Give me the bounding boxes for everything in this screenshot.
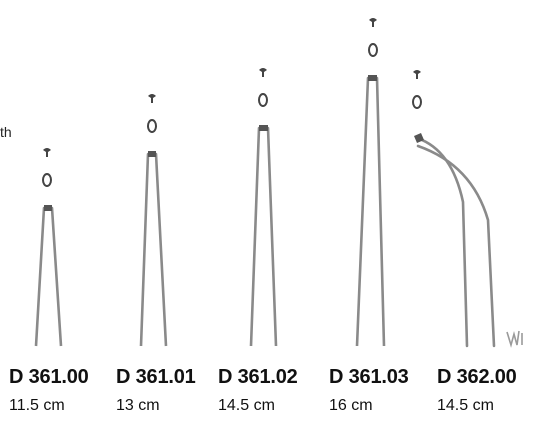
product-length-5: 14.5 cm — [437, 397, 494, 414]
product-code-5: D 362.00 — [437, 366, 517, 388]
product-code-2: D 361.01 — [116, 366, 196, 388]
instrument-4-profile-icon — [368, 43, 378, 57]
instrument-2-profile-icon — [147, 119, 157, 133]
instrument-3-head — [259, 125, 268, 131]
cropped-side-text: th — [0, 124, 12, 140]
instrument-1-tip-icon — [43, 148, 51, 157]
instrument-2-tip-icon — [148, 94, 156, 103]
instrument-1-outline — [34, 206, 63, 347]
instrument-5-head — [414, 133, 424, 143]
instrument-1-head — [44, 205, 52, 211]
instrument-4-head — [368, 75, 377, 81]
instrument-2-head — [148, 151, 156, 157]
instrument-3-outline — [249, 126, 278, 347]
instrument-1-profile-icon — [42, 173, 52, 187]
product-code-3: D 361.02 — [218, 366, 298, 388]
instrument-5-tip-icon — [413, 70, 421, 79]
instrument-3-profile-icon — [258, 93, 268, 107]
product-length-2: 13 cm — [116, 397, 160, 414]
instrument-5-outline-2 — [416, 144, 496, 348]
instrument-4-outline — [355, 76, 386, 347]
product-code-4: D 361.03 — [329, 366, 409, 388]
instrument-2-outline — [139, 152, 168, 347]
product-length-1: 11.5 cm — [9, 397, 65, 414]
instrument-5-outline — [415, 136, 469, 348]
instrument-5-profile-icon — [412, 95, 422, 109]
instrument-3-tip-icon — [259, 68, 267, 77]
product-length-4: 16 cm — [329, 397, 373, 414]
instrument-4-tip-icon — [369, 18, 377, 27]
product-code-1: D 361.00 — [9, 366, 89, 388]
product-length-3: 14.5 cm — [218, 397, 275, 414]
logo-mark — [506, 330, 523, 348]
